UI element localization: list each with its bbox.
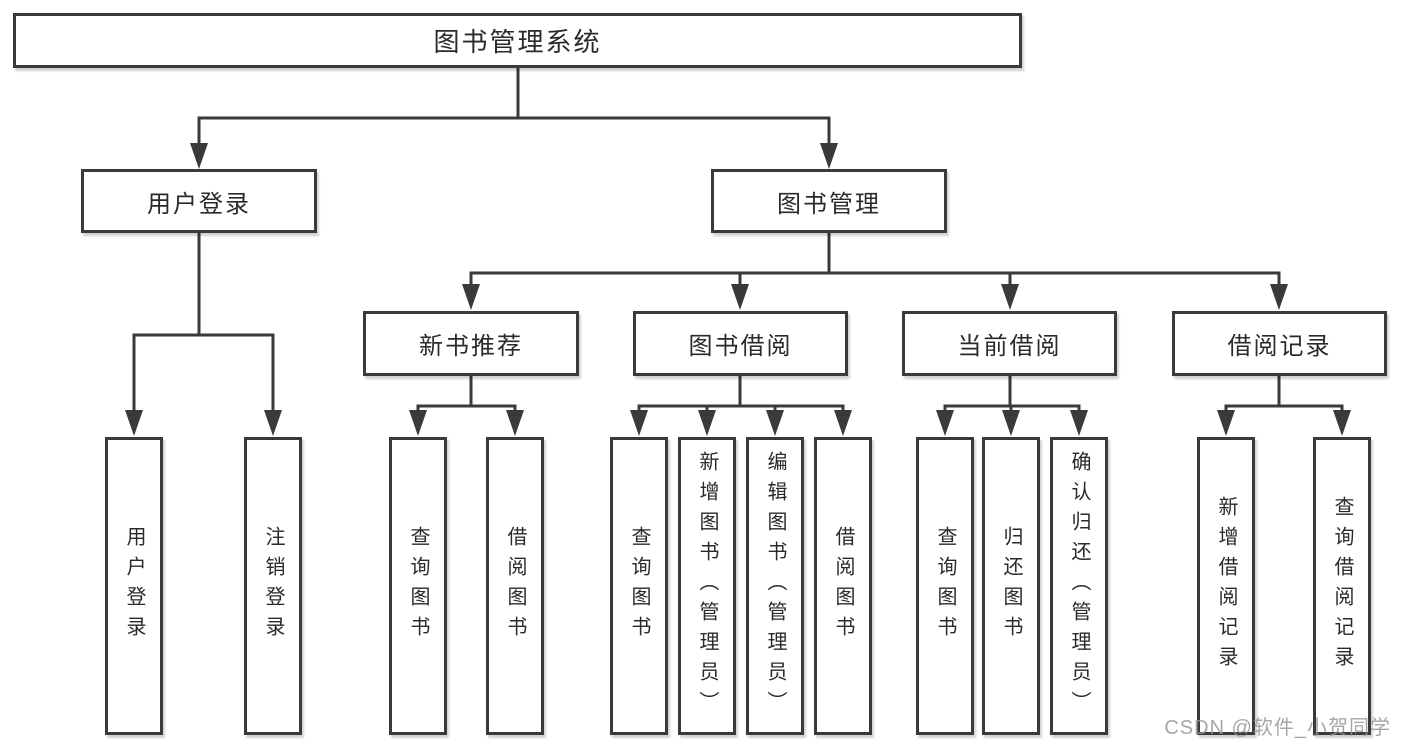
node-new-book-recommend: 新书推荐: [363, 311, 579, 376]
leaf-return-book: 归还图书: [982, 437, 1040, 735]
node-root-label: 图书管理系统: [433, 27, 602, 57]
leaf-add-book-admin-label: 新增图书（管理员）: [696, 451, 718, 721]
leaf-return-book-label: 归还图书: [1000, 526, 1022, 646]
leaf-query-borrow-record-label: 查询借阅记录: [1331, 496, 1353, 676]
leaf-borrow-book-label: 借阅图书: [832, 526, 854, 646]
leaf-user-login: 用户登录: [105, 437, 163, 735]
leaf-query-book-recommend: 查询图书: [389, 437, 447, 735]
leaf-query-book-borrow: 查询图书: [610, 437, 668, 735]
leaf-query-book-recommend-label: 查询图书: [407, 526, 429, 646]
leaf-logout-label: 注销登录: [262, 526, 284, 646]
leaf-confirm-return-admin: 确认归还（管理员）: [1050, 437, 1108, 735]
leaf-borrow-book-recommend: 借阅图书: [486, 437, 544, 735]
node-current-borrowing: 当前借阅: [902, 311, 1117, 376]
leaf-edit-book-admin-label: 编辑图书（管理员）: [764, 451, 786, 721]
leaf-add-borrow-record: 新增借阅记录: [1197, 437, 1255, 735]
leaf-query-book-current: 查询图书: [916, 437, 974, 735]
node-current-borrowing-label: 当前借阅: [957, 333, 1062, 360]
leaf-add-borrow-record-label: 新增借阅记录: [1215, 496, 1237, 676]
node-book-management: 图书管理: [711, 169, 947, 233]
leaf-logout: 注销登录: [244, 437, 302, 735]
leaf-borrow-book: 借阅图书: [814, 437, 872, 735]
leaf-query-book-current-label: 查询图书: [934, 526, 956, 646]
node-user-login-label: 用户登录: [147, 190, 251, 218]
leaf-query-borrow-record: 查询借阅记录: [1313, 437, 1371, 735]
arrowheads: [125, 143, 1351, 436]
node-book-management-label: 图书管理: [777, 190, 881, 218]
node-root: 图书管理系统: [13, 13, 1022, 68]
node-borrowing-records-label: 借阅记录: [1227, 333, 1332, 360]
node-new-book-recommend-label: 新书推荐: [419, 333, 523, 360]
node-book-borrowing-label: 图书借阅: [688, 333, 793, 360]
leaf-add-book-admin: 新增图书（管理员）: [678, 437, 736, 735]
node-user-login: 用户登录: [81, 169, 317, 233]
leaf-borrow-book-recommend-label: 借阅图书: [504, 526, 526, 646]
leaf-user-login-label: 用户登录: [123, 526, 145, 646]
node-book-borrowing: 图书借阅: [633, 311, 848, 376]
leaf-query-book-borrow-label: 查询图书: [628, 526, 650, 646]
leaf-confirm-return-admin-label: 确认归还（管理员）: [1068, 451, 1090, 721]
leaf-edit-book-admin: 编辑图书（管理员）: [746, 437, 804, 735]
node-borrowing-records: 借阅记录: [1172, 311, 1387, 376]
